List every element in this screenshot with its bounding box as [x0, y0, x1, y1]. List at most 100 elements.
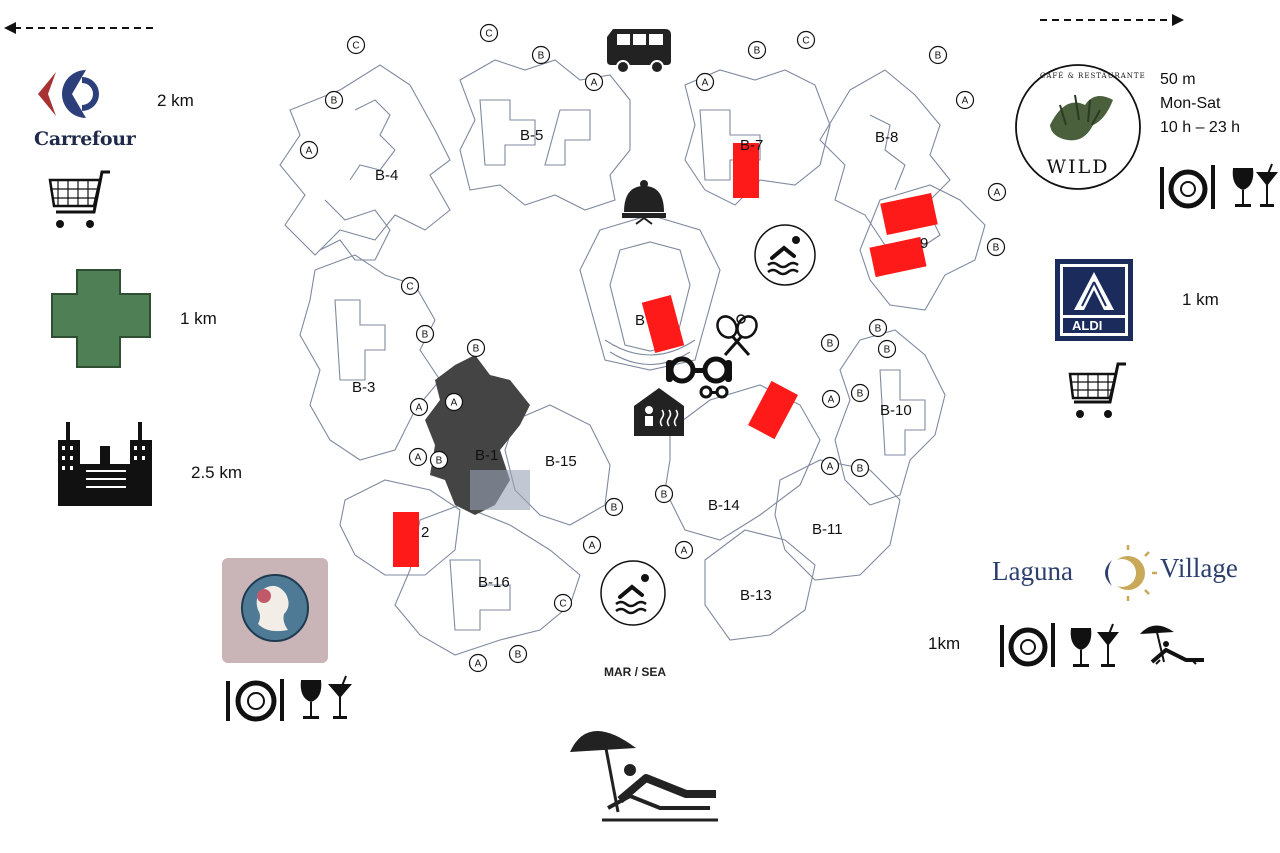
entrance-marker	[868, 318, 888, 338]
entrance-marker	[821, 389, 841, 409]
arrow-right-icon	[1040, 14, 1184, 26]
entrance-letter: C	[485, 29, 492, 40]
restaurant-cloche-icon	[622, 180, 666, 225]
entrance-marker	[850, 383, 870, 403]
laguna-name-left: Laguna	[992, 556, 1073, 586]
plate-cutlery-icon	[1160, 165, 1215, 209]
entrance-letter: A	[475, 659, 482, 670]
sun-moon-logo-icon	[1105, 545, 1157, 601]
entrance-marker	[796, 30, 816, 50]
entrance-letter: A	[306, 146, 313, 157]
entrance-marker	[654, 484, 674, 504]
entrance-marker	[553, 593, 573, 613]
beach-lounger-icon	[1140, 625, 1204, 665]
entrance-marker	[986, 237, 1006, 257]
building-label: B-15	[545, 453, 577, 470]
swimming-pool-icon	[600, 560, 666, 626]
entrance-marker	[444, 392, 464, 412]
wild-restaurant-logo-icon	[1015, 64, 1141, 190]
entrance-letter: B	[422, 330, 429, 341]
entrance-marker	[928, 45, 948, 65]
building-label: B-1	[475, 447, 498, 464]
aldi-logo-icon	[1055, 259, 1133, 341]
entrance-marker	[674, 540, 694, 560]
building-label: B-7	[740, 137, 763, 154]
entrance-marker	[604, 497, 624, 517]
entrance-marker	[479, 23, 499, 43]
wild-days: Mon-Sat	[1160, 95, 1221, 112]
entrance-letter: A	[589, 541, 596, 552]
wine-glass-icon	[1232, 168, 1254, 207]
entrance-letter: C	[802, 36, 809, 47]
plate-cutlery-icon	[1000, 623, 1055, 667]
entrance-letter: C	[406, 282, 413, 293]
wine-glass-icon	[1070, 628, 1092, 667]
aldi-logo-text: ALDI	[1072, 318, 1103, 333]
entrance-letter: A	[591, 78, 598, 89]
entrance-letter: B	[473, 344, 480, 355]
swimming-pool-icon	[754, 224, 816, 286]
entrance-marker	[324, 90, 344, 110]
city-hotel-building-icon	[58, 422, 152, 506]
entrance-letter: B	[875, 324, 882, 335]
building-label: B-10	[880, 402, 912, 419]
cocktail-glass-icon	[328, 675, 352, 719]
shopping-cart-icon	[48, 170, 110, 228]
highlighted-units	[393, 143, 938, 567]
entrance-marker	[584, 72, 604, 92]
entrance-letter: B	[754, 46, 761, 57]
entrance-letter: A	[416, 403, 423, 414]
entrance-letter: B	[884, 345, 891, 356]
building-label: B-14	[708, 497, 740, 514]
entrance-letter: B	[993, 243, 1000, 254]
entrance-letter: C	[352, 41, 359, 52]
laguna-name-right: Village	[1160, 553, 1238, 583]
entrance-letter: A	[415, 453, 422, 464]
shopping-cart-icon	[1068, 362, 1126, 418]
building-label: B-3	[352, 379, 375, 396]
entrance-letter: B	[935, 51, 942, 62]
entrance-letter: B	[515, 650, 522, 661]
building-b1-dark	[425, 355, 530, 515]
building-label: B-11	[812, 521, 843, 538]
wild-distance: 50 m	[1160, 71, 1196, 88]
entrance-letter: B	[331, 96, 338, 107]
carrefour-logo-icon	[38, 70, 100, 118]
entrance-marker	[820, 456, 840, 476]
entrance-marker	[955, 90, 975, 110]
entrance-marker	[429, 450, 449, 470]
entrance-marker	[415, 324, 435, 344]
city-distance: 2.5 km	[191, 463, 243, 482]
sea-label: MAR / SEA	[604, 665, 667, 679]
cameo-portrait-logo-icon	[222, 558, 328, 663]
building-label: B-8	[875, 129, 898, 146]
building-label: B-13	[740, 587, 772, 604]
entrance-letter: B	[538, 51, 545, 62]
entrance-marker	[850, 458, 870, 478]
entrance-letter: A	[451, 398, 458, 409]
entrance-marker	[409, 397, 429, 417]
entrance-letter: B	[857, 464, 864, 475]
entrance-letter: B	[857, 389, 864, 400]
building-labels: B-4 B-5 B-7 B-8 9 B B-3 B-1 B-15 B-10 B-…	[352, 127, 928, 604]
wild-logo-name: WILD	[1046, 156, 1110, 178]
entrance-letter: A	[828, 395, 835, 406]
entrance-letter: A	[827, 462, 834, 473]
building-label: 2	[421, 524, 429, 541]
building-label: B	[635, 312, 645, 329]
wild-hours: 10 h – 23 h	[1160, 119, 1241, 136]
gym-dumbbell-icon	[666, 356, 732, 399]
entrance-marker	[408, 447, 428, 467]
pharmacy-distance: 1 km	[180, 309, 217, 328]
entrance-letter: B	[436, 456, 443, 467]
plate-cutlery-icon	[226, 679, 284, 722]
entrance-marker	[877, 339, 897, 359]
entrance-letter: B	[827, 339, 834, 350]
entrance-marker	[820, 333, 840, 353]
entrance-letter: A	[962, 96, 969, 107]
carrefour-label: Carrefour	[34, 128, 136, 150]
building-label: 9	[920, 235, 928, 252]
beach-lounger-icon	[570, 730, 718, 822]
